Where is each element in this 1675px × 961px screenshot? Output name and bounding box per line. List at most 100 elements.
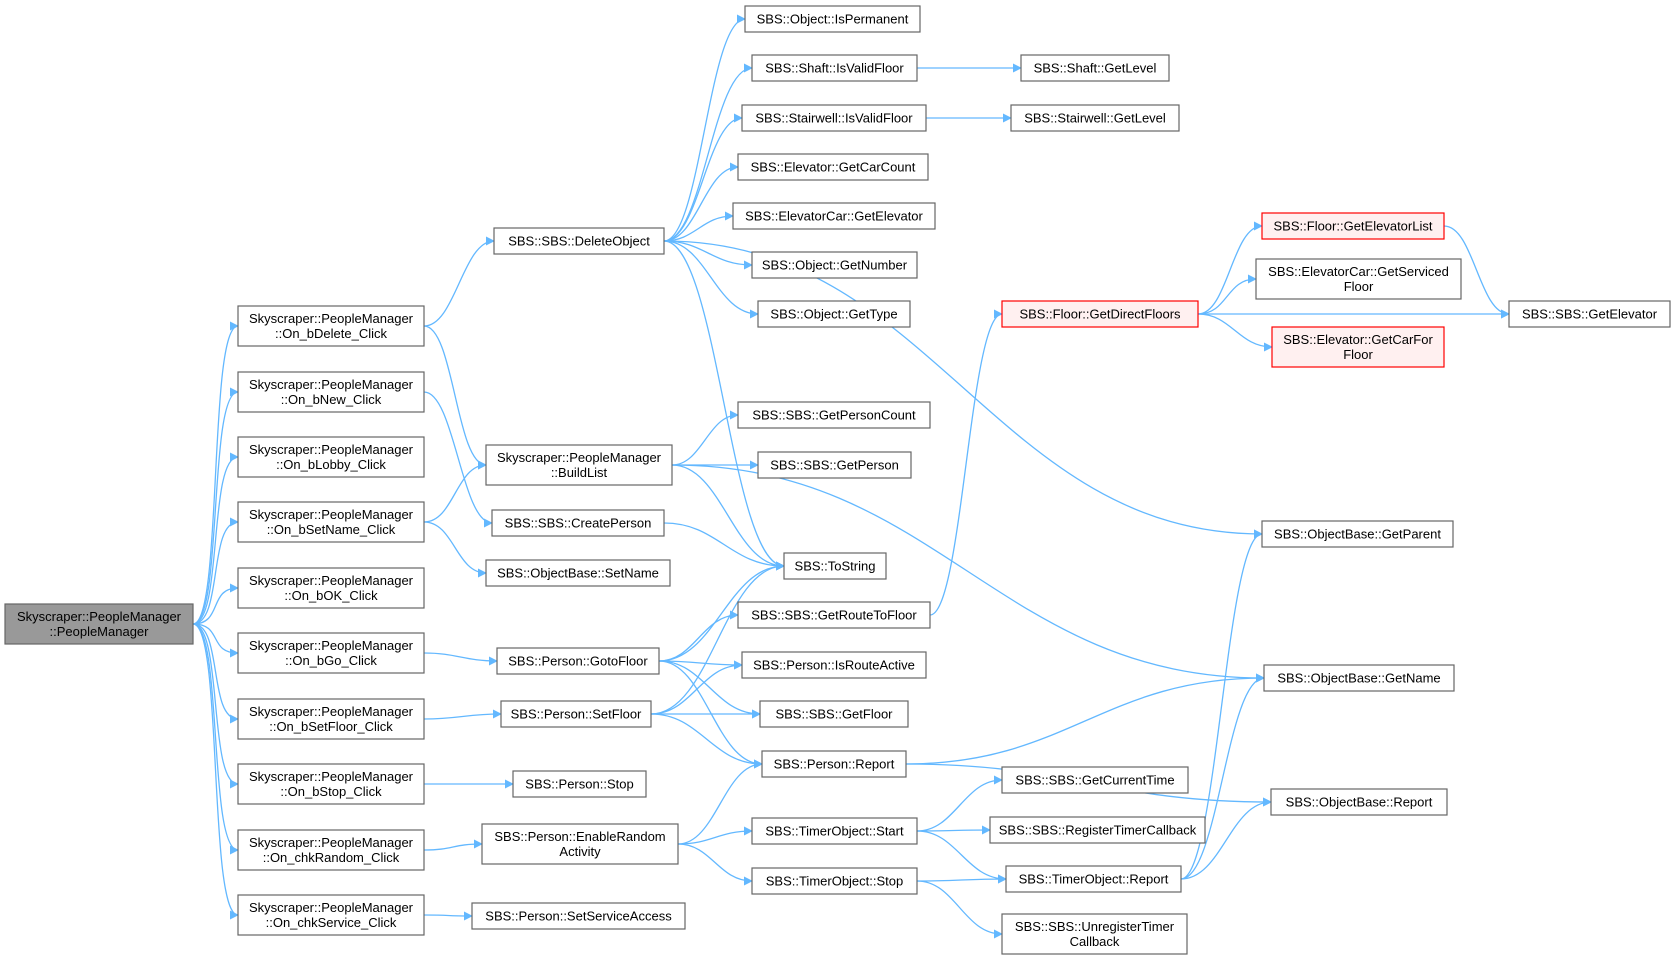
node-tstop[interactable]: SBS::TimerObject::Stop	[751, 867, 918, 895]
node-setname[interactable]: Skyscraper::PeopleManager::On_bSetName_C…	[237, 501, 425, 543]
edge-tstart-to-treport	[916, 830, 1007, 884]
node-psetfloor[interactable]: SBS::Person::SetFloor	[500, 700, 652, 728]
node-getnum[interactable]: SBS::Object::GetNumber	[751, 251, 918, 279]
node-rand[interactable]: Skyscraper::PeopleManager::On_chkRandom_…	[237, 829, 425, 871]
node-getperson[interactable]: SBS::SBS::GetPerson	[757, 451, 912, 479]
node-lob[interactable]: Skyscraper::PeopleManager::On_bLobby_Cli…	[237, 436, 425, 478]
node-label: SBS::ObjectBase::SetName	[497, 566, 659, 581]
node-create[interactable]: SBS::SBS::CreatePerson	[491, 509, 665, 537]
edge-del-to-build	[423, 325, 487, 470]
node-label: Callback	[1070, 934, 1120, 949]
edge-goto-to-isroute	[658, 660, 743, 670]
node-serv[interactable]: Skyscraper::PeopleManager::On_chkService…	[237, 894, 425, 936]
node-label: ::PeopleManager	[49, 624, 149, 639]
node-build[interactable]: Skyscraper::PeopleManager::BuildList	[485, 444, 673, 486]
edge-direct-to-carfor	[1197, 313, 1273, 352]
node-del[interactable]: Skyscraper::PeopleManager::On_bDelete_Cl…	[237, 305, 425, 347]
node-box	[237, 305, 425, 347]
node-label: SBS::SBS::UnregisterTimer	[1015, 919, 1175, 934]
node-treport[interactable]: SBS::TimerObject::Report	[1005, 865, 1182, 893]
edge-goto-to-preport	[658, 660, 763, 769]
node-box	[500, 700, 652, 728]
node-label: SBS::ElevatorCar::GetServiced	[1268, 264, 1449, 279]
node-box	[1270, 788, 1448, 816]
node-label: SBS::SBS::GetRouteToFloor	[751, 608, 917, 623]
node-tstart[interactable]: SBS::TimerObject::Start	[751, 817, 918, 845]
node-label: SBS::SBS::GetPerson	[770, 458, 899, 473]
node-curtime[interactable]: SBS::SBS::GetCurrentTime	[1001, 766, 1189, 794]
node-label: Skyscraper::PeopleManager	[17, 609, 182, 624]
node-label: SBS::ObjectBase::GetName	[1277, 671, 1440, 686]
edge-pm-to-lob	[192, 452, 239, 625]
node-getname[interactable]: SBS::ObjectBase::GetName	[1263, 664, 1455, 692]
edge-direct-to-elevlist	[1197, 221, 1263, 315]
edge-setfloor-to-psetfloor	[423, 709, 502, 720]
node-new[interactable]: Skyscraper::PeopleManager::On_bNew_Click	[237, 371, 425, 413]
node-stvalid[interactable]: SBS::Stairwell::IsValidFloor	[741, 104, 927, 132]
edge-psetfloor-to-preport	[650, 713, 763, 769]
edge-enrand-to-tstop	[677, 843, 753, 886]
node-isroute[interactable]: SBS::Person::IsRouteActive	[741, 651, 927, 679]
node-pcount[interactable]: SBS::SBS::GetPersonCount	[737, 401, 931, 429]
node-shlevel[interactable]: SBS::Shaft::GetLevel	[1020, 54, 1170, 82]
edge-treport-to-obreport	[1180, 797, 1272, 880]
node-pm[interactable]: Skyscraper::PeopleManager::PeopleManager	[4, 603, 194, 645]
node-tostring[interactable]: SBS::ToString	[783, 552, 887, 580]
edge-preport-to-getname	[905, 673, 1265, 765]
node-box	[1010, 104, 1180, 132]
node-box	[1271, 326, 1445, 368]
node-sbselev[interactable]: SBS::SBS::GetElevator	[1508, 300, 1671, 328]
node-label: SBS::Person::EnableRandom	[494, 829, 665, 844]
node-label: SBS::SBS::RegisterTimerCallback	[999, 823, 1197, 838]
node-label: ::On_bStop_Click	[280, 784, 382, 799]
node-shvalid[interactable]: SBS::Shaft::IsValidFloor	[751, 54, 918, 82]
edge-goto-to-route	[658, 610, 739, 662]
node-delobj[interactable]: SBS::SBS::DeleteObject	[493, 227, 665, 255]
node-getparent[interactable]: SBS::ObjectBase::GetParent	[1261, 520, 1454, 548]
node-stop[interactable]: Skyscraper::PeopleManager::On_bStop_Clic…	[237, 763, 425, 805]
edge-delobj-to-getnum	[663, 240, 753, 270]
edge-setname-to-build	[423, 460, 487, 523]
node-elevlist[interactable]: SBS::Floor::GetElevatorList	[1261, 212, 1445, 240]
node-getelev[interactable]: SBS::ElevatorCar::GetElevator	[732, 202, 936, 230]
node-label: SBS::Stairwell::GetLevel	[1024, 111, 1166, 126]
node-box	[1020, 54, 1170, 82]
edge-pm-to-serv	[192, 623, 239, 920]
edge-treport-to-getparent	[1180, 529, 1263, 880]
nodes-layer: Skyscraper::PeopleManager::PeopleManager…	[4, 5, 1671, 955]
edge-delobj-to-stvalid	[663, 113, 743, 242]
node-label: SBS::Object::GetNumber	[762, 258, 908, 273]
node-box	[471, 902, 686, 930]
node-gettype[interactable]: SBS::Object::GetType	[757, 300, 911, 328]
node-box	[493, 227, 665, 255]
edge-delobj-to-gettype	[663, 240, 759, 319]
edge-tstop-to-treport	[916, 874, 1007, 884]
node-carcount[interactable]: SBS::Elevator::GetCarCount	[737, 153, 929, 181]
node-getfloor[interactable]: SBS::SBS::GetFloor	[759, 700, 909, 728]
node-setserv[interactable]: SBS::Person::SetServiceAccess	[471, 902, 686, 930]
node-stlevel[interactable]: SBS::Stairwell::GetLevel	[1010, 104, 1180, 132]
node-obreport[interactable]: SBS::ObjectBase::Report	[1270, 788, 1448, 816]
node-preport[interactable]: SBS::Person::Report	[761, 750, 907, 778]
node-box	[237, 371, 425, 413]
node-pstop[interactable]: SBS::Person::Stop	[512, 770, 647, 798]
node-regtimer[interactable]: SBS::SBS::RegisterTimerCallback	[989, 816, 1206, 844]
node-route[interactable]: SBS::SBS::GetRouteToFloor	[737, 601, 931, 629]
node-label: SBS::Person::SetServiceAccess	[485, 909, 672, 924]
node-ok[interactable]: Skyscraper::PeopleManager::On_bOK_Click	[237, 567, 425, 609]
node-isperm[interactable]: SBS::Object::IsPermanent	[744, 5, 921, 33]
node-go[interactable]: Skyscraper::PeopleManager::On_bGo_Click	[237, 632, 425, 674]
node-label: SBS::TimerObject::Stop	[766, 874, 904, 889]
node-box	[237, 763, 425, 805]
node-goto[interactable]: SBS::Person::GotoFloor	[496, 647, 660, 675]
node-direct[interactable]: SBS::Floor::GetDirectFloors	[1001, 300, 1199, 328]
node-label: ::On_chkService_Click	[266, 915, 397, 930]
node-setnm[interactable]: SBS::ObjectBase::SetName	[485, 559, 671, 587]
edge-pm-to-setfloor	[192, 623, 239, 724]
edge-pm-to-del	[192, 321, 239, 625]
node-setfloor[interactable]: Skyscraper::PeopleManager::On_bSetFloor_…	[237, 698, 425, 740]
